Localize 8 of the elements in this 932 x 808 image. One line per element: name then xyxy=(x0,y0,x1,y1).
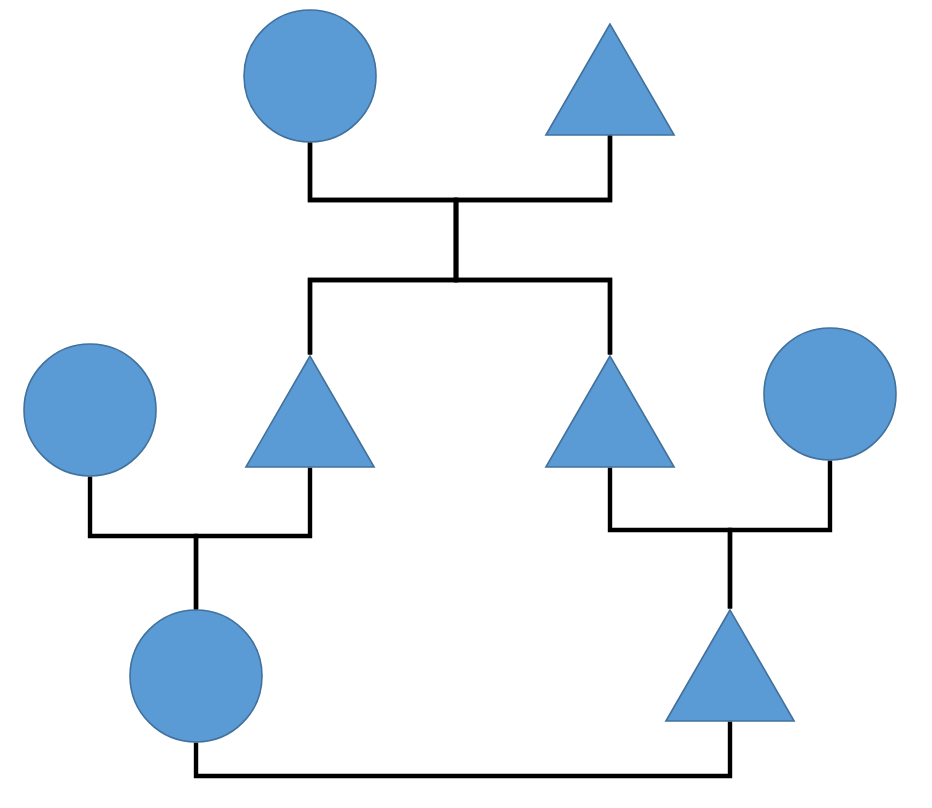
connector-line xyxy=(727,460,833,609)
circle-symbol xyxy=(23,343,157,477)
connector-line xyxy=(453,135,613,355)
circle-symbol xyxy=(243,9,377,143)
connector-line xyxy=(193,467,313,610)
connector-line xyxy=(193,721,733,779)
circle-symbol xyxy=(129,609,263,743)
circle-symbol xyxy=(763,327,897,461)
